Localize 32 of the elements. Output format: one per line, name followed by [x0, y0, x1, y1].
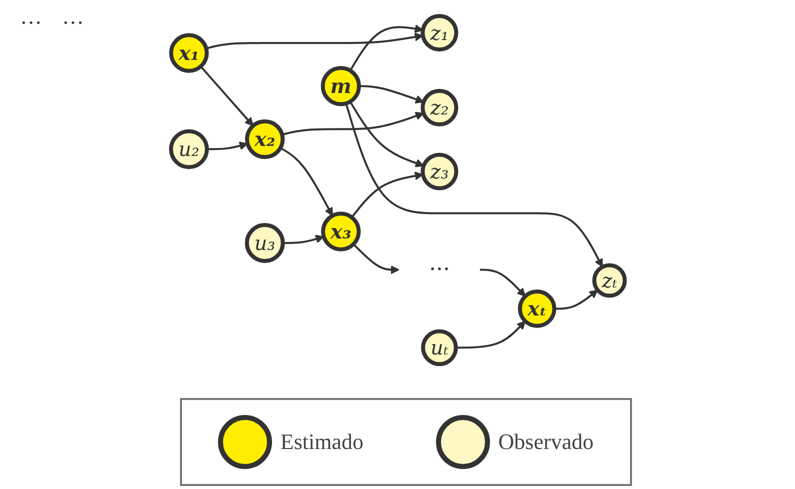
arrow	[344, 103, 602, 268]
node-text: ···	[428, 257, 450, 282]
arrow	[281, 112, 424, 136]
node-circle: z₁	[420, 14, 458, 52]
arrow	[350, 172, 423, 218]
arrow	[280, 147, 332, 216]
node-circle: x₂	[244, 119, 284, 159]
arrow	[455, 320, 526, 349]
node-circle: zₜ	[592, 263, 626, 298]
node-circle: x₃	[320, 212, 360, 252]
arrow	[282, 234, 324, 244]
ellipsis-text: ···	[62, 10, 84, 35]
node-circle: u₃	[244, 223, 284, 263]
arrow	[206, 32, 423, 50]
arrow	[352, 243, 399, 274]
arrow	[358, 85, 424, 104]
arrow	[348, 101, 424, 168]
legend-label: Observado	[498, 429, 594, 455]
arrow	[554, 290, 598, 310]
node-circle: uₜ	[420, 329, 458, 366]
node-circle: x₁	[168, 33, 208, 73]
legend-label: Estimado	[280, 429, 364, 455]
arrow	[206, 141, 248, 150]
node-circle: z₂	[420, 88, 458, 126]
ellipsis-text: ···	[20, 10, 42, 35]
node-circle: z₃	[420, 152, 458, 190]
node-circle: u₂	[168, 129, 209, 170]
arrow	[348, 24, 423, 72]
node-circle: xₜ	[518, 290, 556, 328]
arrow	[200, 66, 254, 126]
node-circle: m	[320, 66, 361, 106]
arrow	[480, 268, 526, 297]
